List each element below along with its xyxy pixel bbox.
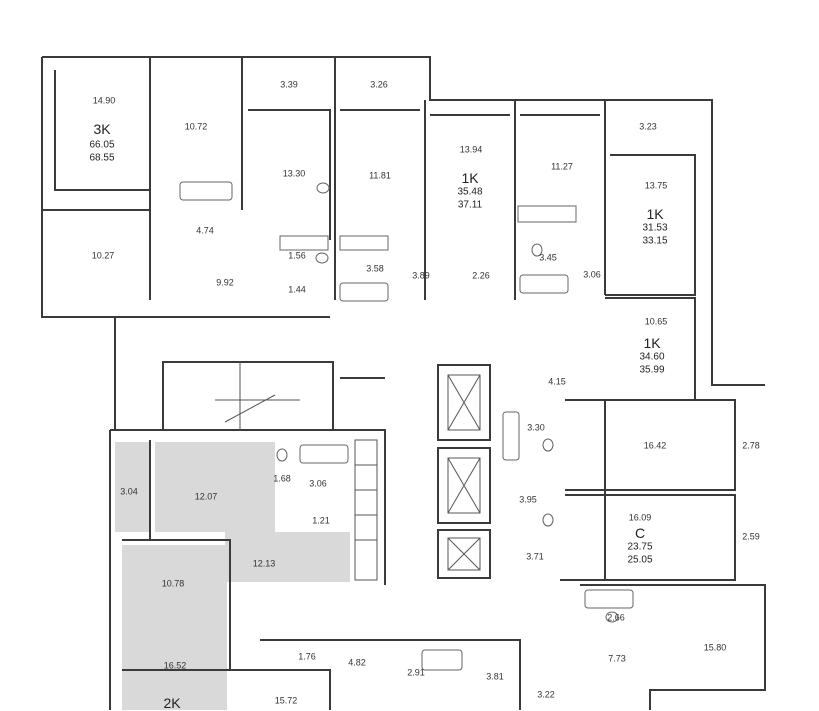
room-area: 14.90 <box>92 95 116 106</box>
room-area: 13.30 <box>282 168 306 179</box>
room-area: 2.91 <box>407 667 425 678</box>
fixtures <box>179 181 634 671</box>
apartment-living-area: 23.75 <box>627 541 653 553</box>
apartment-type: 2K <box>163 695 181 711</box>
apartment-type: 1K <box>646 206 664 222</box>
apartment-total-area: 35.99 <box>639 364 665 376</box>
room-area: 2.59 <box>742 531 760 542</box>
room-area: 3.22 <box>537 689 555 700</box>
room-area: 1.56 <box>288 250 306 261</box>
apartment-total-area: 25.05 <box>627 554 653 566</box>
room-area: 3.30 <box>527 422 545 433</box>
apartment-total-area: 33.15 <box>642 235 668 247</box>
room-area: 16.09 <box>628 512 652 523</box>
room-area: 3.89 <box>412 270 430 281</box>
room-area: 4.15 <box>548 376 566 387</box>
room-area: 13.75 <box>644 180 668 191</box>
room-area: 13.94 <box>459 144 483 155</box>
room-area: 16.52 <box>163 660 187 671</box>
apartment-living-area: 66.05 <box>89 139 115 151</box>
room-area: 3.06 <box>309 478 327 489</box>
room-area: 3.45 <box>539 252 557 263</box>
room-area: 15.80 <box>703 642 727 653</box>
core <box>162 361 491 581</box>
apartment-total-area: 68.55 <box>89 152 115 164</box>
apartment-total-area: 37.11 <box>457 199 483 211</box>
apartment-living-area: 34.60 <box>639 351 665 363</box>
highlighted-apartment <box>115 442 350 710</box>
apartment-living-area: 35.48 <box>457 186 483 198</box>
room-area: 3.04 <box>120 486 138 497</box>
room-area: 15.72 <box>274 695 298 706</box>
room-area: 10.65 <box>644 316 668 327</box>
apartment-type: 1K <box>643 335 661 351</box>
room-area: 3.71 <box>526 551 544 562</box>
room-area: 3.26 <box>370 79 388 90</box>
room-area: 3.81 <box>486 671 504 682</box>
room-area: 10.27 <box>91 250 115 261</box>
room-area: 1.76 <box>298 651 316 662</box>
apartment-type: 1K <box>461 170 479 186</box>
room-area: 16.42 <box>643 440 667 451</box>
room-area: 3.58 <box>366 263 384 274</box>
room-area: 4.74 <box>196 225 214 236</box>
room-area: 1.44 <box>288 284 306 295</box>
room-area: 11.81 <box>369 170 391 181</box>
room-area: 2.78 <box>742 440 760 451</box>
apartment-type: C <box>634 525 646 541</box>
room-area: 10.72 <box>184 121 208 132</box>
room-area: 3.06 <box>583 269 601 280</box>
room-area: 2.26 <box>472 270 490 281</box>
room-area: 10.78 <box>161 578 185 589</box>
apartment-type: 3K <box>93 121 111 137</box>
room-area: 9.92 <box>216 277 234 288</box>
room-area: 3.95 <box>519 494 537 505</box>
room-area: 2.66 <box>607 612 625 623</box>
apartment-living-area: 31.53 <box>642 222 668 234</box>
room-area: 7.73 <box>608 653 626 664</box>
room-area: 4.82 <box>348 657 366 668</box>
room-area: 12.07 <box>194 491 218 502</box>
room-area: 3.39 <box>280 79 298 90</box>
room-area: 1.68 <box>273 473 291 484</box>
room-area: 3.23 <box>639 121 657 132</box>
room-area: 12.13 <box>252 558 276 569</box>
room-area: 11.27 <box>551 161 573 172</box>
room-area: 1.21 <box>312 515 330 526</box>
